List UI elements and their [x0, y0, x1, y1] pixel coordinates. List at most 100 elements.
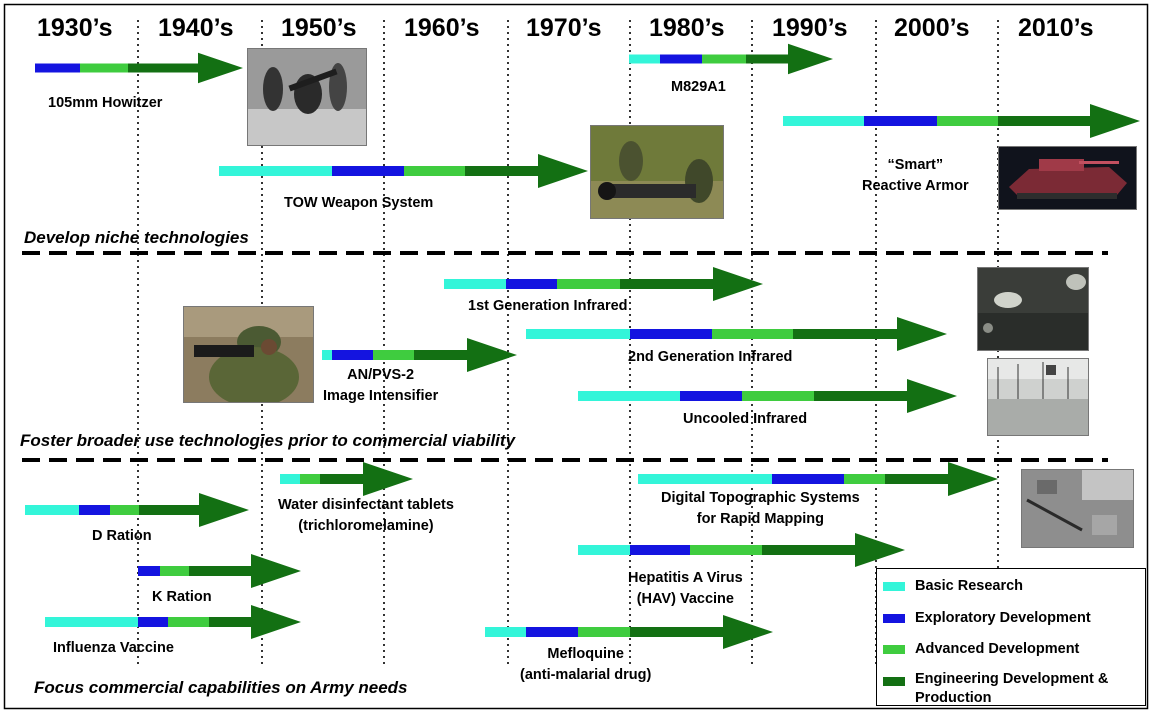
- arrow-uncooled-advanced-segment: [742, 391, 814, 401]
- section-commercial: Focus commercial capabilities on Army ne…: [34, 678, 408, 697]
- arrow-influenza-basic-segment: [45, 617, 138, 627]
- decade-1960s: 1960’s: [404, 14, 480, 42]
- satellite-map-photo: [1021, 469, 1134, 548]
- legend-swatch-engineering: [883, 677, 905, 686]
- label-ir-1st-gen: 1st Generation Infrared: [468, 298, 628, 314]
- arrow-smart-armor-exploratory-segment: [864, 116, 937, 126]
- arrow-dts-advanced-segment: [844, 474, 885, 484]
- arrow-influenza-advanced-segment: [168, 617, 209, 627]
- arrow-m829a1-advanced-segment: [702, 54, 746, 64]
- arrow-d-ration-basic-segment: [25, 505, 79, 515]
- label-d-ration: D Ration: [92, 528, 152, 544]
- tank-photo: [998, 146, 1137, 210]
- arrow-howitzer: [35, 52, 243, 84]
- legend-swatch-advanced: [883, 645, 905, 654]
- arrow-anpvs2-exploratory-segment: [332, 350, 373, 360]
- arrow-d-ration-advanced-segment: [110, 505, 139, 515]
- arrow-d-ration-engineering-segment: [139, 505, 199, 515]
- arrow-ir-1st: [444, 267, 763, 301]
- arrow-uncooled-engineering-segment: [814, 391, 907, 401]
- arrow-smart-armor-advanced-segment: [937, 116, 998, 126]
- label-influenza: Influenza Vaccine: [53, 640, 174, 656]
- arrow-tow-head: [538, 154, 588, 188]
- legend: Basic Research Exploratory Development A…: [876, 568, 1146, 706]
- label-mefloquine: Mefloquine (anti-malarial drug): [520, 646, 652, 683]
- arrow-influenza: [45, 605, 301, 639]
- arrow-anpvs2-advanced-segment: [373, 350, 414, 360]
- decade-1970s: 1970’s: [526, 14, 602, 42]
- arrow-dts: [638, 462, 998, 496]
- decade-1980s: 1980’s: [649, 14, 725, 42]
- arrow-tow-engineering-segment: [465, 166, 538, 176]
- label-uncooled-ir: Uncooled Infrared: [683, 411, 808, 427]
- legend-swatch-basic: [883, 582, 905, 591]
- section-niche: Develop niche technologies: [24, 228, 249, 247]
- label-hepatitis-a: Hepatitis A Virus (HAV) Vaccine: [628, 570, 743, 607]
- soldier-photo: [183, 306, 314, 403]
- arrow-dts-engineering-segment: [885, 474, 948, 484]
- arrow-ir-2nd-engineering-segment: [793, 329, 897, 339]
- label-digital-topographic: Digital Topographic Systems for Rapid Ma…: [661, 490, 860, 527]
- arrow-tow-advanced-segment: [404, 166, 465, 176]
- label-anpvs2: AN/PVS-2 Image Intensifier: [323, 367, 439, 404]
- decade-1940s: 1940’s: [158, 14, 234, 42]
- arrow-anpvs2-engineering-segment: [414, 350, 467, 360]
- arrow-mefloquine-basic-segment: [485, 627, 526, 637]
- arrow-ir-1st-head: [713, 267, 763, 301]
- arrow-m829a1-engineering-segment: [746, 54, 788, 64]
- arrow-hav-advanced-segment: [690, 545, 762, 555]
- arrow-mefloquine-engineering-segment: [630, 627, 723, 637]
- arrow-d-ration: [25, 493, 249, 527]
- infrared-photo-2: [987, 358, 1089, 436]
- arrow-smart-armor: [783, 104, 1140, 138]
- arrow-anpvs2-basic-segment: [322, 350, 332, 360]
- arrow-k-ration-advanced-segment: [160, 566, 189, 576]
- arrow-influenza-exploratory-segment: [138, 617, 168, 627]
- arrow-hav-engineering-segment: [762, 545, 855, 555]
- arrow-uncooled-head: [907, 379, 957, 413]
- arrow-m829a1-basic-segment: [629, 54, 660, 64]
- arrow-anpvs2: [322, 338, 517, 372]
- arrow-ir-2nd-head: [897, 317, 947, 351]
- arrow-mefloquine-exploratory-segment: [526, 627, 578, 637]
- arrow-water: [280, 462, 413, 496]
- label-smart-armor: “Smart” Reactive Armor: [862, 157, 969, 194]
- howitzer-photo: [247, 48, 367, 146]
- arrow-smart-armor-head: [1090, 104, 1140, 138]
- arrow-anpvs2-head: [467, 338, 517, 372]
- decade-1930s: 1930’s: [37, 14, 113, 42]
- label-m829a1: M829A1: [671, 79, 726, 95]
- label-tow: TOW Weapon System: [284, 195, 434, 211]
- arrow-smart-armor-engineering-segment: [998, 116, 1090, 126]
- arrow-ir-1st-basic-segment: [444, 279, 506, 289]
- decade-2010s: 2010’s: [1018, 14, 1094, 42]
- arrow-water-engineering-segment: [320, 474, 363, 484]
- arrow-water-advanced-segment: [300, 474, 320, 484]
- arrow-d-ration-exploratory-segment: [79, 505, 110, 515]
- timeline-arrows: [25, 43, 1140, 649]
- arrow-d-ration-head: [199, 493, 249, 527]
- arrow-water-head: [363, 462, 413, 496]
- arrow-mefloquine-advanced-segment: [578, 627, 630, 637]
- arrow-howitzer-engineering-segment: [128, 63, 198, 73]
- arrow-hav-head: [855, 533, 905, 567]
- label-k-ration: K Ration: [152, 589, 212, 605]
- arrow-howitzer-advanced-segment: [80, 63, 128, 73]
- arrow-dts-head: [948, 462, 998, 496]
- legend-swatch-exploratory: [883, 614, 905, 623]
- arrow-m829a1-head: [788, 43, 833, 75]
- arrow-dts-exploratory-segment: [772, 474, 844, 484]
- arrow-hav-exploratory-segment: [630, 545, 690, 555]
- arrow-ir-2nd-advanced-segment: [712, 329, 793, 339]
- arrow-influenza-engineering-segment: [209, 617, 251, 627]
- arrow-k-ration: [138, 554, 301, 588]
- label-howitzer: 105mm Howitzer: [48, 95, 163, 111]
- arrow-hav-basic-segment: [578, 545, 630, 555]
- arrow-uncooled-exploratory-segment: [680, 391, 742, 401]
- decade-1990s: 1990’s: [772, 14, 848, 42]
- arrow-mefloquine-head: [723, 615, 773, 649]
- arrow-m829a1-exploratory-segment: [660, 54, 702, 64]
- arrow-dts-basic-segment: [638, 474, 772, 484]
